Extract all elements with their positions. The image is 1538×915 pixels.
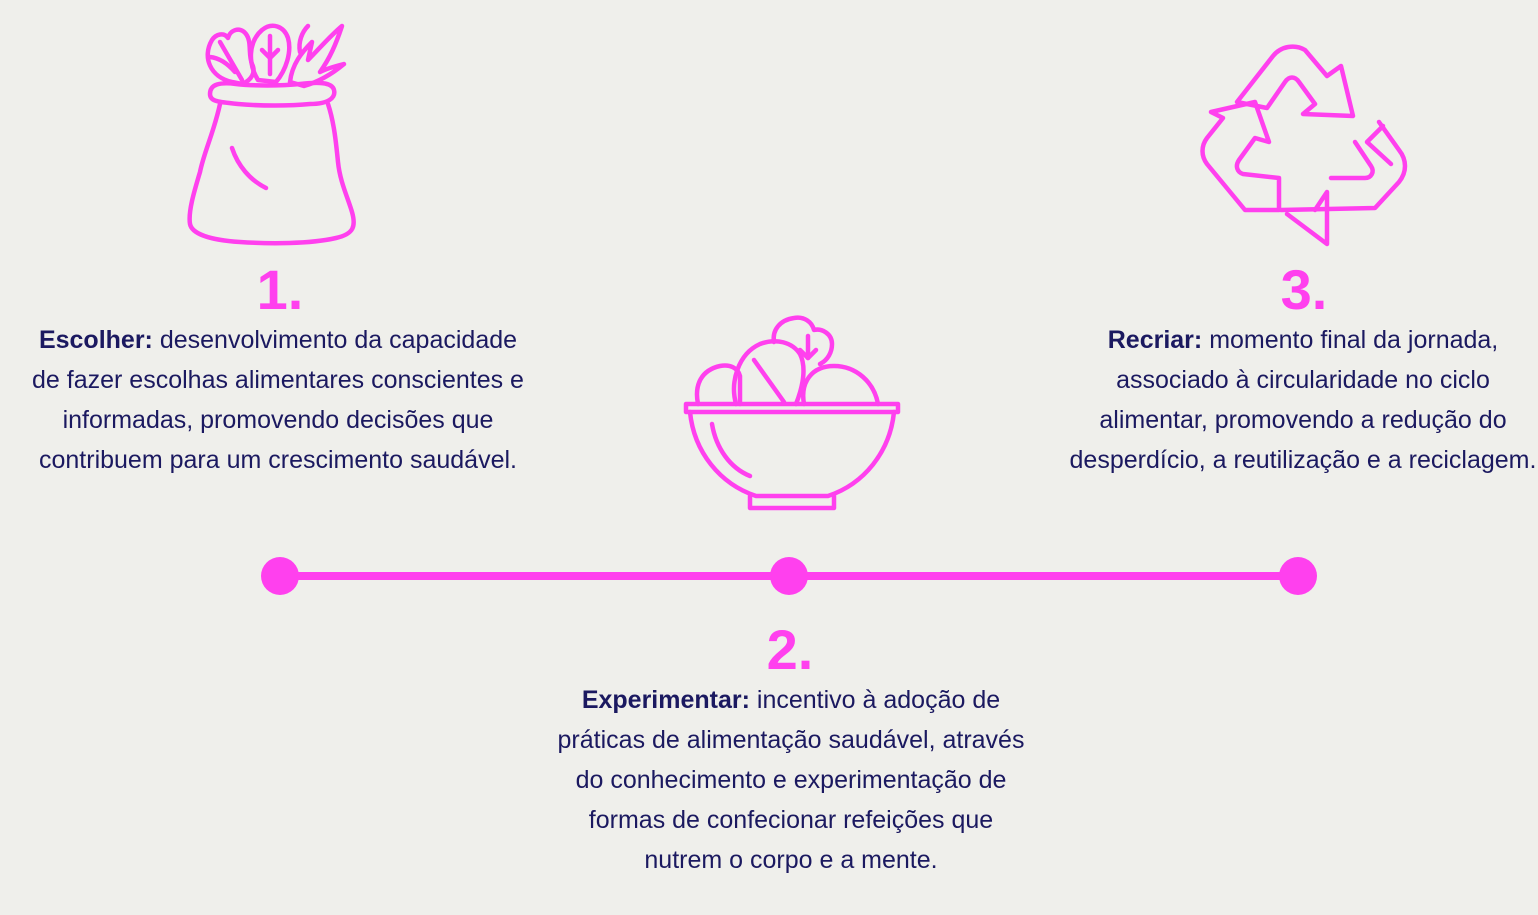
recycle-icon (1200, 44, 1408, 247)
step-1-number: 1. (256, 258, 304, 321)
step-3-body: momento final da jornada, associado à ci… (1069, 326, 1537, 474)
timeline-node-1 (261, 557, 299, 595)
step-3-description: Recriar: momento final da jornada, assoc… (1068, 320, 1538, 480)
step-3-number: 3. (1280, 258, 1328, 321)
step-2-description: Experimentar: incentivo à adoção de prát… (556, 680, 1026, 880)
step-2-number: 2. (766, 618, 814, 681)
step-1-body: desenvolvimento da capacidade de fazer e… (32, 326, 524, 474)
timeline-node-3 (1279, 557, 1317, 595)
timeline-node-2 (770, 557, 808, 595)
produce-sack-icon (187, 23, 356, 246)
step-2-body: incentivo à adoção de práticas de alimen… (557, 686, 1025, 874)
salad-bowl-icon (683, 315, 901, 511)
step-3-term: Recriar: (1107, 326, 1203, 354)
step-2-term: Experimentar: (581, 686, 750, 714)
step-1-description: Escolher: desenvolvimento da capacidade … (22, 320, 534, 480)
step-1-term: Escolher: (38, 326, 153, 354)
